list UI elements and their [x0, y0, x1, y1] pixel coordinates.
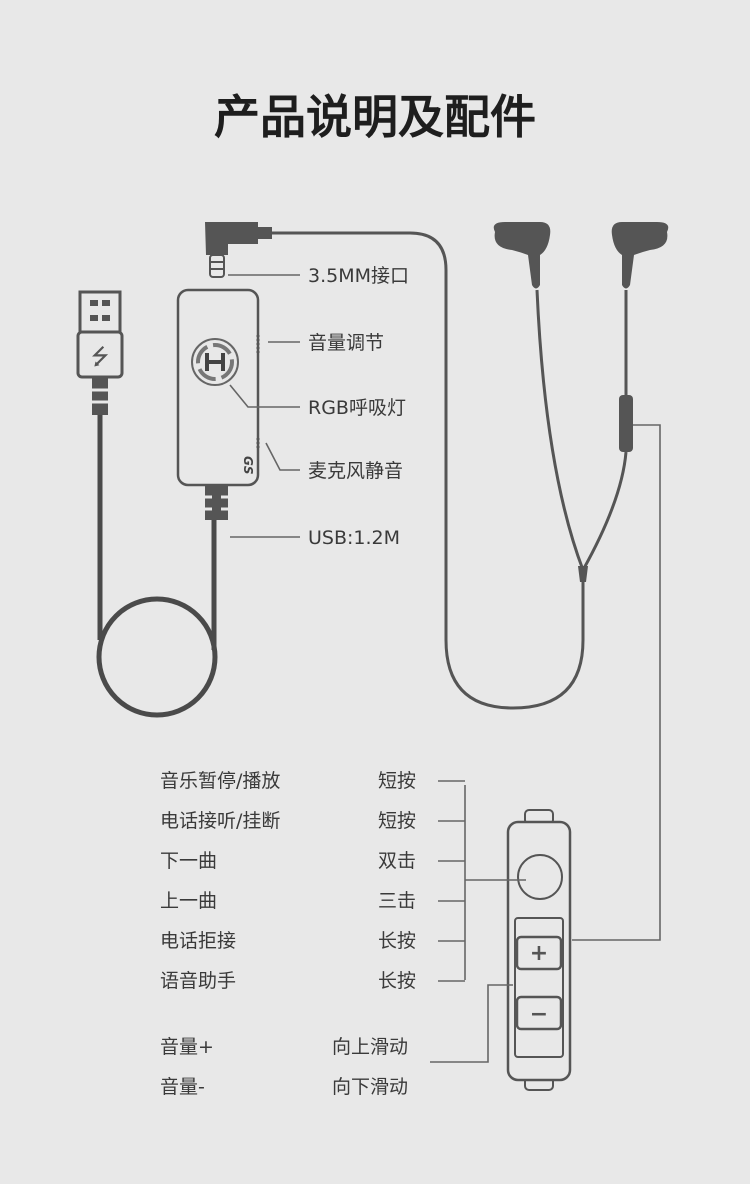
- volume-function: 音量+: [160, 1036, 214, 1058]
- usb-plug-icon: ⭍: [76, 290, 124, 415]
- label-mute: 麦克风静音: [308, 460, 403, 482]
- label-jack: 3.5MM接口: [308, 265, 409, 287]
- volume-action: 向下滑动: [332, 1076, 408, 1098]
- volume-up-button: [515, 935, 563, 971]
- control-row: 语音助手 长按: [160, 970, 465, 992]
- control-action: 短按: [378, 810, 416, 832]
- control-action: 长按: [378, 930, 416, 952]
- rgb-logo-icon: [191, 338, 239, 386]
- control-row: 音乐暂停/播放 短按: [160, 770, 465, 792]
- usb-dac-dongle: GS: [176, 288, 260, 520]
- control-row: 电话拒接 长按: [160, 930, 465, 952]
- page-title: 产品说明及配件: [214, 90, 536, 144]
- control-function: 电话接听/挂断: [160, 810, 280, 832]
- headphone-cable: [272, 231, 585, 710]
- control-row: 下一曲 双击: [160, 850, 465, 872]
- inline-remote: + −: [506, 809, 572, 1091]
- gs-logo: GS: [241, 456, 255, 475]
- usb-symbol-icon: ⭍: [91, 345, 109, 370]
- volume-row: 音量+ 向上滑动: [160, 1036, 408, 1058]
- control-function: 音乐暂停/播放: [160, 770, 280, 792]
- control-action: 双击: [378, 850, 416, 872]
- control-function: 电话拒接: [160, 930, 236, 952]
- volume-action: 向上滑动: [332, 1036, 408, 1058]
- volume-function: 音量-: [160, 1076, 205, 1098]
- control-row: 上一曲 三击: [160, 890, 465, 912]
- control-action: 长按: [378, 970, 416, 992]
- volume-down-button: [515, 995, 563, 1031]
- control-function: 下一曲: [160, 850, 217, 872]
- cable-loop: [96, 596, 218, 718]
- control-function: 上一曲: [160, 890, 217, 912]
- audio-jack-icon: [205, 222, 272, 278]
- control-row: 电话接听/挂断 短按: [160, 810, 465, 832]
- earphones-icon: [493, 222, 669, 582]
- svg-text:−: −: [530, 1002, 548, 1027]
- label-rgb: RGB呼吸灯: [308, 397, 406, 419]
- volume-row: 音量- 向下滑动: [160, 1076, 408, 1098]
- label-volume: 音量调节: [308, 332, 384, 354]
- control-action: 短按: [378, 770, 416, 792]
- controls-list: 音乐暂停/播放短按电话接听/挂断短按下一曲双击上一曲三击电话拒接长按语音助手长按: [160, 770, 465, 992]
- remote-center-button: [517, 854, 563, 900]
- control-function: 语音助手: [160, 970, 236, 992]
- label-usb: USB:1.2M: [308, 527, 400, 549]
- svg-text:+: +: [530, 941, 548, 966]
- control-action: 三击: [378, 890, 416, 912]
- inline-mic: [619, 395, 633, 452]
